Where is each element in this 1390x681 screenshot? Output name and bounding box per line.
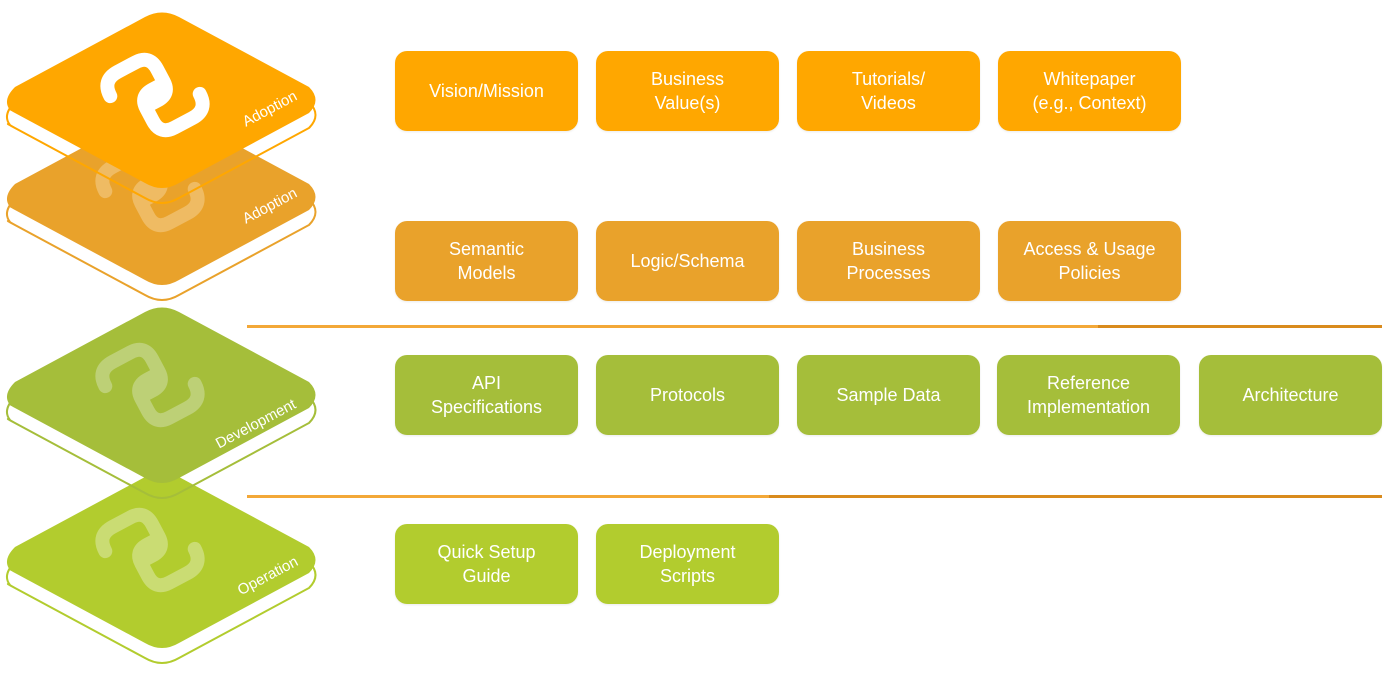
box-api-specifications: API Specifications bbox=[395, 355, 578, 435]
layer-development: Development bbox=[5, 307, 317, 499]
box-semantic-models: Semantic Models bbox=[395, 221, 578, 301]
layer-stack: Operation Development Adoption Adoption bbox=[5, 12, 317, 664]
box-vision-mission: Vision/Mission bbox=[395, 51, 578, 131]
divider-top bbox=[247, 325, 1382, 328]
box-quick-setup-guide: Quick Setup Guide bbox=[395, 524, 578, 604]
box-business-processes: Business Processes bbox=[797, 221, 980, 301]
box-logic-schema: Logic/Schema bbox=[596, 221, 779, 301]
box-whitepaper: Whitepaper (e.g., Context) bbox=[998, 51, 1181, 131]
box-sample-data: Sample Data bbox=[797, 355, 980, 435]
box-access-usage-policies: Access & Usage Policies bbox=[998, 221, 1181, 301]
box-protocols: Protocols bbox=[596, 355, 779, 435]
box-architecture: Architecture bbox=[1199, 355, 1382, 435]
layer-operation: Operation bbox=[5, 472, 317, 664]
divider-bottom bbox=[247, 495, 1382, 498]
box-tutorials-videos: Tutorials/ Videos bbox=[797, 51, 980, 131]
box-reference-implementation: Reference Implementation bbox=[997, 355, 1180, 435]
layer-adoption-2: Adoption bbox=[5, 109, 317, 301]
box-business-values: Business Value(s) bbox=[596, 51, 779, 131]
layer-adoption-1: Adoption bbox=[5, 12, 317, 204]
box-deployment-scripts: Deployment Scripts bbox=[596, 524, 779, 604]
